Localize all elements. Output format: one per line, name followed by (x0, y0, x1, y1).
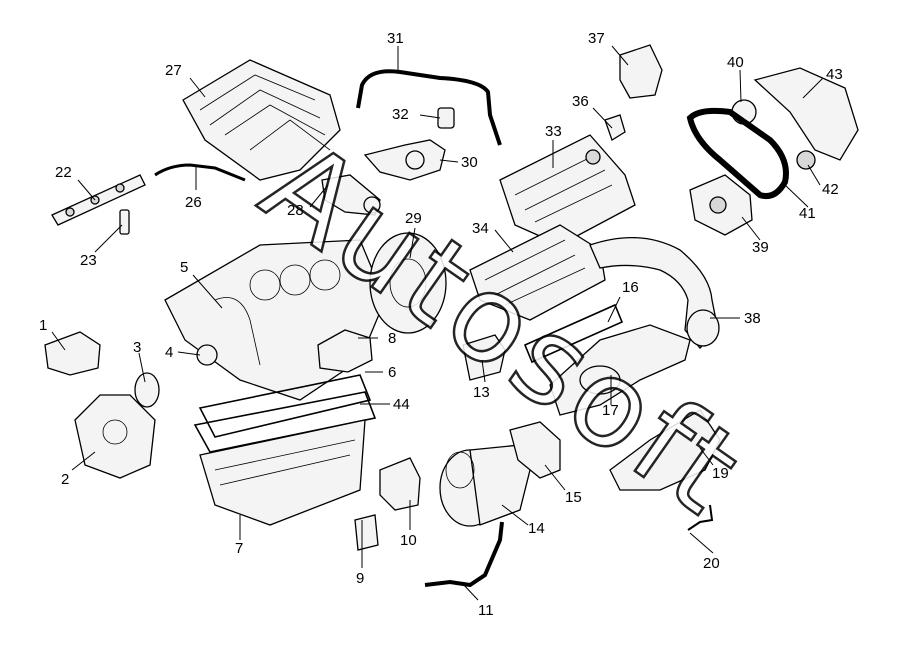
callouts: 1 2 3 4 5 6 7 8 9 10 11 12 13 14 15 16 1… (39, 30, 843, 619)
callout-11: 11 (478, 602, 494, 619)
callout-23: 23 (80, 252, 97, 269)
part-fuel-pump (689, 174, 753, 236)
part-cylinder-head-right (499, 134, 636, 246)
part-sensor-23 (119, 209, 130, 235)
callout-28: 28 (287, 202, 304, 219)
part-fuel-rail (51, 174, 146, 226)
part-idler-42 (796, 150, 816, 170)
callout-16: 16 (622, 279, 639, 296)
part-oil-pan (199, 419, 366, 526)
part-sensor-32 (437, 107, 455, 129)
callout-22: 22 (55, 164, 72, 181)
callout-43: 43 (826, 66, 843, 83)
part-housing-1 (44, 331, 101, 376)
callout-26: 26 (185, 194, 202, 211)
callout-9: 9 (356, 570, 364, 587)
callout-30: 30 (461, 154, 478, 171)
part-turbocharger (439, 444, 531, 527)
callout-36: 36 (572, 93, 589, 110)
callout-14: 14 (528, 520, 545, 537)
callout-15: 15 (565, 489, 582, 506)
callout-19: 19 (712, 465, 729, 482)
callout-32: 32 (392, 106, 409, 123)
part-gasket-13 (462, 334, 506, 381)
parts-layer (44, 44, 859, 588)
callout-17: 17 (602, 402, 619, 419)
part-oil-return-pipe (424, 521, 504, 588)
callout-6: 6 (388, 364, 396, 381)
callout-34: 34 (472, 220, 489, 237)
part-oil-pump (74, 394, 156, 479)
callout-13: 13 (473, 384, 490, 401)
part-gasket-6 (198, 374, 372, 438)
callout-40: 40 (727, 54, 744, 71)
part-exhaust-manifold (549, 324, 691, 416)
part-bracket-37 (619, 44, 663, 99)
part-timing-cover (753, 67, 859, 161)
callout-42: 42 (822, 181, 839, 198)
part-cylinder-head-left (469, 224, 606, 321)
callout-29: 29 (405, 210, 422, 227)
part-starter (317, 329, 373, 373)
part-drain-plug (354, 514, 379, 551)
part-pipe-26 (154, 163, 246, 182)
callout-27: 27 (165, 62, 182, 79)
callout-8: 8 (388, 330, 396, 347)
callout-2: 2 (61, 471, 69, 488)
callout-20: 20 (703, 555, 720, 572)
part-engine-cover (182, 59, 341, 181)
callout-10: 10 (400, 532, 417, 549)
part-coolant-hose (356, 69, 502, 146)
part-bracket-10 (379, 457, 421, 511)
callout-3: 3 (133, 339, 141, 356)
part-timing-belt (686, 107, 789, 200)
callout-44: 44 (393, 396, 410, 413)
part-bracket-36 (604, 114, 626, 141)
part-heat-shield-19 (609, 409, 721, 491)
callout-7: 7 (235, 540, 243, 557)
part-gear-3 (134, 372, 160, 408)
callout-1: 1 (39, 317, 47, 334)
callout-4: 4 (165, 344, 173, 361)
leader-lines (51, 45, 824, 601)
part-thermostat-housing (321, 174, 381, 216)
part-manifold-gasket (523, 303, 624, 364)
part-gasket-44 (193, 391, 377, 453)
callout-31: 31 (387, 30, 404, 47)
part-heat-shield-15 (509, 421, 561, 479)
callout-37: 37 (588, 30, 605, 47)
callout-39: 39 (752, 239, 769, 256)
callout-41: 41 (799, 205, 816, 222)
part-flywheel (369, 232, 447, 334)
callout-33: 33 (545, 123, 562, 140)
callout-5: 5 (180, 259, 188, 276)
part-sensor-20 (687, 504, 714, 531)
callout-38: 38 (744, 310, 761, 327)
